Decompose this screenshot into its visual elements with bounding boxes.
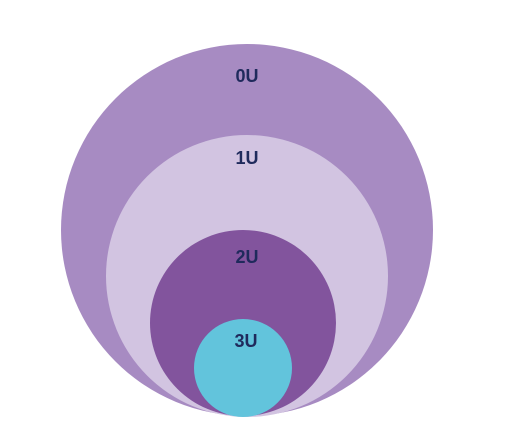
ring-2u-label: 2U bbox=[235, 247, 258, 267]
ring-3u bbox=[194, 319, 292, 417]
ring-0u-label: 0U bbox=[235, 66, 258, 86]
ring-1u-label: 1U bbox=[235, 148, 258, 168]
ring-3u-label: 3U bbox=[234, 331, 257, 351]
